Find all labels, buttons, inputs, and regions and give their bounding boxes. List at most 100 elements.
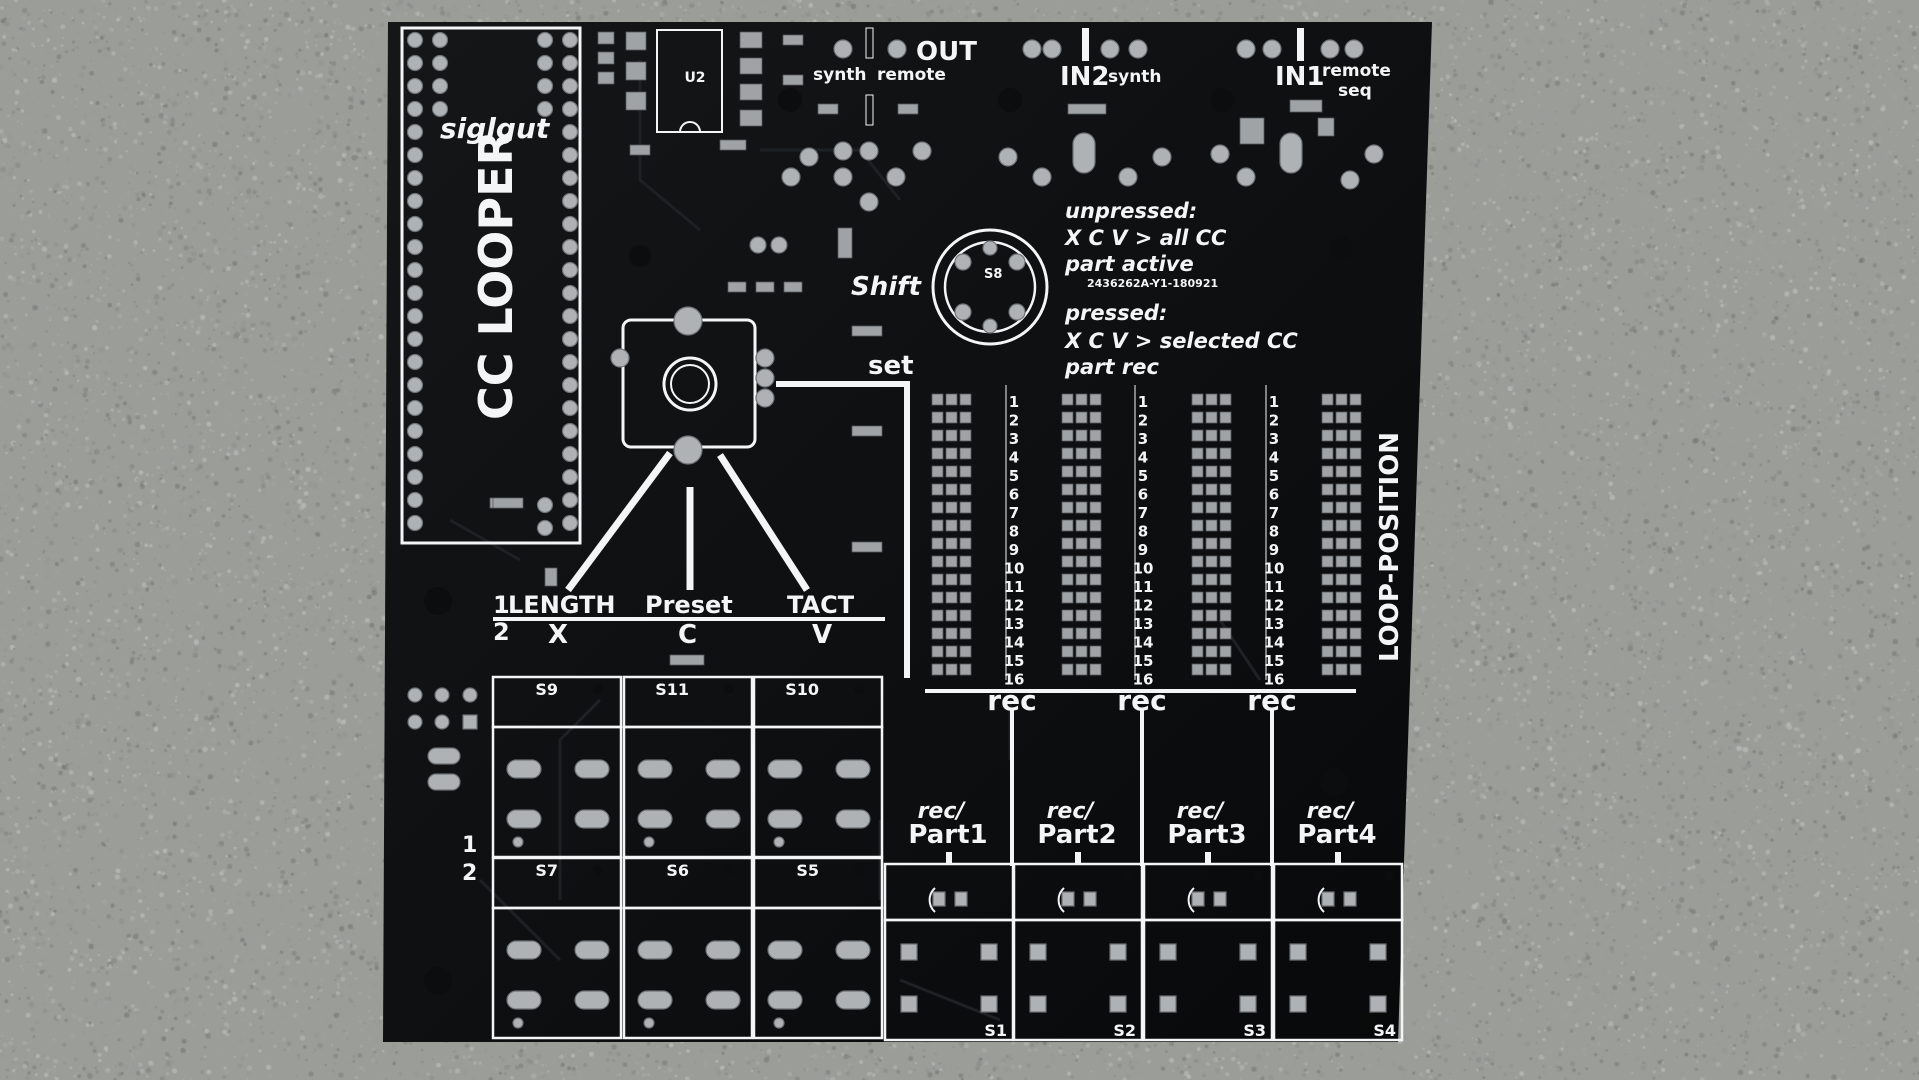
pot-pad xyxy=(835,759,871,779)
led-pad xyxy=(1191,555,1204,568)
step-number: 10 xyxy=(1004,560,1025,578)
header-pin xyxy=(406,100,424,118)
pot-pad xyxy=(574,759,610,779)
pot-pad xyxy=(767,809,803,829)
led-pad xyxy=(1205,591,1218,604)
led-pad xyxy=(1061,609,1074,622)
via xyxy=(854,684,864,694)
step-number: 15 xyxy=(1264,652,1285,670)
jack-in2-label: IN2 xyxy=(1060,62,1110,92)
led-pad xyxy=(1343,891,1357,907)
led-pad xyxy=(1321,483,1334,496)
led-pad xyxy=(1321,591,1334,604)
pot-pad xyxy=(835,809,871,829)
pot-pad xyxy=(767,759,803,779)
led-pad xyxy=(1075,429,1088,442)
row1-label: 1 xyxy=(462,833,477,858)
led-pad xyxy=(1089,465,1102,478)
jack-in2-right-label: synth xyxy=(1108,67,1162,87)
led-pad xyxy=(1075,519,1088,532)
header-pin xyxy=(406,514,424,532)
step-number: 6 xyxy=(1009,486,1019,504)
led-pad xyxy=(959,429,972,442)
led-pad xyxy=(945,483,958,496)
led-pad xyxy=(1061,447,1074,460)
header-pin xyxy=(561,399,579,417)
led-pad xyxy=(1205,501,1218,514)
switch-pad xyxy=(1029,995,1047,1013)
header-pin xyxy=(406,376,424,394)
led-pad xyxy=(1061,501,1074,514)
led-pad xyxy=(945,465,958,478)
pot-pad xyxy=(574,940,610,960)
header-pin xyxy=(406,330,424,348)
part-indicator xyxy=(1205,852,1211,864)
header-pin xyxy=(406,353,424,371)
via xyxy=(643,836,655,848)
led-pad xyxy=(1349,555,1362,568)
header-pin xyxy=(561,284,579,302)
led-pad xyxy=(1219,573,1232,586)
switch-id: S7 xyxy=(535,861,558,880)
led-pad xyxy=(1321,609,1334,622)
step-number: 1 xyxy=(1009,393,1019,411)
led-pad xyxy=(1075,663,1088,676)
step-number: 5 xyxy=(1009,467,1019,485)
step-number: 5 xyxy=(1269,467,1279,485)
jack-out-right-label: remote xyxy=(877,65,946,85)
led-pad xyxy=(1089,429,1102,442)
step-number: 7 xyxy=(1009,504,1019,522)
led-pad xyxy=(931,429,944,442)
header-pin xyxy=(561,146,579,164)
smd-cluster-mid xyxy=(492,227,883,666)
step-number: 16 xyxy=(1004,671,1025,689)
led-pad xyxy=(959,537,972,550)
led-pad xyxy=(1191,645,1204,658)
encoder-knob[interactable] xyxy=(610,306,775,465)
via xyxy=(1254,871,1264,881)
led-pad xyxy=(1089,573,1102,586)
step-number: 13 xyxy=(1264,615,1285,633)
header-pin xyxy=(561,100,579,118)
step-number: 3 xyxy=(1269,430,1279,448)
switch-id: S9 xyxy=(535,680,558,699)
led-pad xyxy=(1089,501,1102,514)
led-pad xyxy=(1075,609,1088,622)
pot-pad xyxy=(705,990,741,1010)
led-pad xyxy=(1205,645,1218,658)
switch-id: S10 xyxy=(785,680,819,699)
part-rec-label: rec/ xyxy=(1177,799,1226,824)
via xyxy=(854,865,864,875)
header-pin xyxy=(406,192,424,210)
led-pad xyxy=(1191,627,1204,640)
led-pad xyxy=(931,663,944,676)
switch-pad xyxy=(1239,995,1257,1013)
led-pad xyxy=(1191,429,1204,442)
led-pad xyxy=(1191,537,1204,550)
step-number: 15 xyxy=(1133,652,1154,670)
led-pad xyxy=(1205,609,1218,622)
led-pad xyxy=(945,501,958,514)
led-pad xyxy=(1335,501,1348,514)
via xyxy=(512,1017,524,1029)
via xyxy=(643,1017,655,1029)
step-number: 11 xyxy=(1133,578,1154,596)
led-pad xyxy=(1205,411,1218,424)
step-number: 2 xyxy=(1009,412,1019,430)
shift-button[interactable]: S8 xyxy=(931,228,1049,346)
led-pad xyxy=(1061,555,1074,568)
led-pad xyxy=(1349,411,1362,424)
led-pad xyxy=(959,663,972,676)
shift-switch-id: S8 xyxy=(984,267,1002,282)
led-pad xyxy=(945,393,958,406)
header-pin xyxy=(561,353,579,371)
header-pin xyxy=(561,31,579,49)
header-pin xyxy=(561,192,579,210)
chip-u2-label: U2 xyxy=(684,70,705,86)
led-pad xyxy=(1061,591,1074,604)
